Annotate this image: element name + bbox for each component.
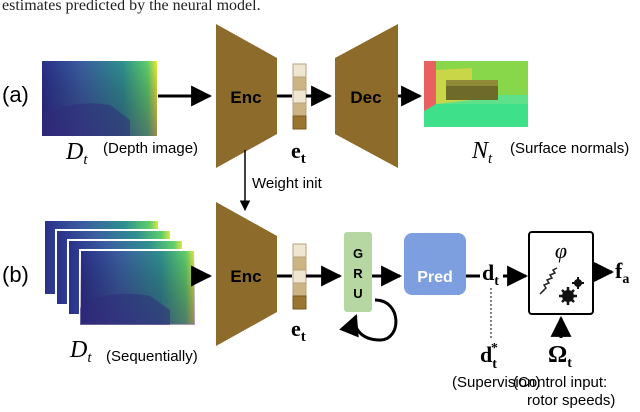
control-input-label-1: (Control input: <box>513 374 607 391</box>
svg-text:(Sequentially): (Sequentially) <box>106 348 198 365</box>
decoder-label: Dec <box>350 88 381 107</box>
svg-text:R: R <box>353 266 363 281</box>
d-t-star-symbol: dt* <box>480 341 498 372</box>
force-output-symbol: fa <box>615 258 629 287</box>
encoder-b: Enc <box>216 202 277 346</box>
svg-text:et: et <box>291 138 306 167</box>
supervision-label: (Supervision) <box>452 374 540 391</box>
svg-text:(Surface normals): (Surface normals) <box>510 140 629 157</box>
encoder-b-label: Enc <box>230 267 261 286</box>
omega-symbol: Ωt <box>548 342 572 371</box>
phi-symbol: φ <box>555 238 567 263</box>
embedding-b-symbol: et <box>291 316 306 345</box>
svg-text:Dt: Dt <box>65 139 88 168</box>
sequential-input-caption: Dt (Sequentially) <box>69 337 198 366</box>
encoder-a: Enc <box>216 24 277 168</box>
caption-fragment: estimates predicted by the neural model. <box>2 0 261 14</box>
svg-text:G: G <box>353 246 363 261</box>
weight-init-label: Weight init <box>252 175 323 192</box>
depth-image-caption: Dt (Depth image) <box>65 139 198 168</box>
decoder: Dec <box>335 24 398 168</box>
pred-block: Pred <box>404 233 466 295</box>
phi-model-box: φ <box>528 231 594 315</box>
svg-text:Dt: Dt <box>69 337 92 366</box>
embedding-vector-b <box>292 243 307 310</box>
svg-text:fa: fa <box>615 258 629 287</box>
gru-recurrent-arrow <box>339 298 398 342</box>
embedding-vector-a <box>292 63 307 130</box>
svg-text:et: et <box>291 316 306 345</box>
svg-text:dt: dt <box>482 260 499 289</box>
pred-label: Pred <box>417 269 453 286</box>
control-input-label-2: rotor speeds) <box>527 392 615 409</box>
row-b-label: (b) <box>2 262 29 287</box>
svg-text:Ωt: Ωt <box>548 342 572 371</box>
surface-normals-thumbnail <box>424 61 528 127</box>
encoder-a-label: Enc <box>230 88 261 107</box>
svg-text:dt*: dt* <box>480 341 498 372</box>
svg-text:Nt: Nt <box>471 138 493 167</box>
surface-normals-caption: Nt (Surface normals) <box>471 138 629 167</box>
d-t-symbol: dt <box>482 260 499 289</box>
row-a-label: (a) <box>2 82 29 107</box>
depth-image-thumbnail <box>42 61 157 136</box>
spring-icon <box>539 267 558 295</box>
embedding-a-symbol: et <box>291 138 306 167</box>
svg-text:U: U <box>353 286 362 301</box>
gru-block: G R U <box>344 232 372 312</box>
gears-icon <box>559 277 584 305</box>
svg-text:(Depth image): (Depth image) <box>103 140 198 157</box>
depth-image-stack <box>43 219 196 326</box>
